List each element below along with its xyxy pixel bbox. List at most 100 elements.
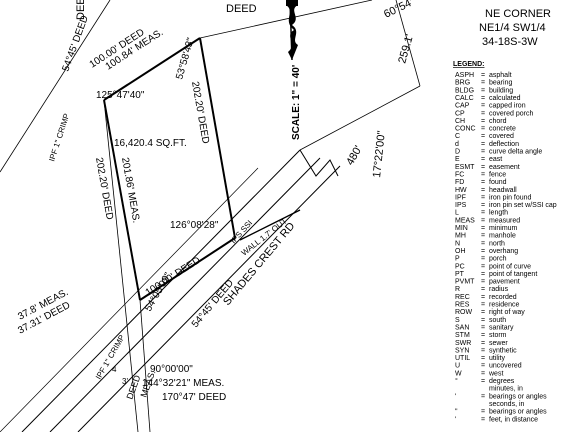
legend-abbr: ROW [455, 309, 473, 316]
legend-desc: curve delta angle [489, 149, 542, 156]
legend-row: L=length [455, 210, 508, 217]
legend-abbr: " [455, 409, 458, 416]
legend-abbr: C [455, 133, 460, 140]
legend-row: SWR=sewer [455, 340, 508, 347]
legend-equals: = [481, 72, 485, 79]
label-deed-top-right: DEED [226, 3, 257, 15]
legend-equals: = [481, 118, 485, 125]
legend-desc: bearing [489, 80, 512, 87]
legend-row: PVMT=pavement [455, 279, 520, 286]
legend-equals: = [481, 126, 485, 133]
label-deed-top: DEED [75, 0, 87, 20]
legend-abbr: STM [455, 332, 470, 339]
legend-abbr: R [455, 286, 460, 293]
legend-abbr: SAN [455, 325, 469, 332]
ipf-crimp-nw: IPF 1" CRIMP [47, 112, 71, 162]
legend-abbr: IPF [455, 194, 466, 201]
east-deed: 202.20' DEED [189, 81, 211, 145]
legend-abbr: D [455, 149, 460, 156]
lot-north-line [103, 37, 201, 101]
bottom-small-1: 4 [112, 365, 117, 374]
legend-row: MEAS=measured [455, 217, 520, 224]
legend-row: P=porch [455, 256, 507, 263]
legend-row: HW=headwall [455, 187, 517, 194]
legend-desc: manhole [489, 233, 516, 240]
legend-row: U=uncovered [455, 363, 522, 370]
north-bearing-deed: 54°45' DEED [60, 14, 90, 73]
legend-row: MIN=minimum [455, 225, 518, 232]
legend-equals: = [481, 256, 485, 263]
legend-row: BLDG=building [455, 87, 513, 94]
legend-abbr: FD [455, 179, 464, 186]
legend-equals: = [481, 325, 485, 332]
legend-abbr: SYN [455, 347, 469, 354]
line-west-ext-2 [139, 299, 151, 432]
legend-equals: = [481, 248, 485, 255]
legend-abbr: MEAS [455, 217, 475, 224]
legend-equals: = [481, 378, 485, 385]
legend-row: OH=overhang [455, 248, 518, 255]
legend-abbr: FC [455, 171, 464, 178]
legend-equals: = [481, 149, 485, 156]
corner-line-1: NE CORNER [485, 8, 551, 20]
north-arrow-head [286, 5, 298, 60]
legend-abbr: UTIL [455, 355, 470, 362]
corner-line-3: 34-18S-3W [482, 36, 538, 48]
legend-row: PT=point of tangent [455, 271, 537, 278]
break-symbol [299, 149, 339, 177]
legend-equals: = [481, 355, 485, 362]
legend-equals: = [481, 187, 485, 194]
legend-abbr: W [455, 370, 462, 377]
legend-equals: = [481, 87, 485, 94]
legend-abbr: S [455, 317, 460, 324]
legend-abbr: IPS [455, 202, 467, 209]
legend-desc: capped iron [489, 103, 526, 110]
corner-line-2: NE1/4 SW1/4 [479, 22, 546, 34]
legend-desc: porch [489, 256, 507, 263]
legend-equals: = [481, 194, 485, 201]
legend-row: minutes, in [489, 386, 523, 393]
legend-row: CONC=concrete [455, 126, 516, 133]
legend-abbr: CALC [455, 95, 474, 102]
legend-abbr: SWR [455, 340, 471, 347]
legend-row: FD=found [455, 179, 507, 186]
legend-equals: = [481, 416, 485, 423]
road-line-2 [49, 157, 321, 432]
legend-desc: storm [489, 332, 507, 339]
legend-equals: = [481, 271, 485, 278]
legend-desc: right of way [489, 309, 525, 316]
legend-desc: uncovered [489, 363, 522, 370]
legend-row: W=west [455, 370, 503, 377]
line-top-left [0, 0, 111, 173]
legend-desc: measured [489, 217, 520, 224]
ipf-crimp-sw: IPF 1" CRIMP [94, 333, 127, 381]
legend-desc: north [489, 240, 505, 247]
legend-desc: degrees [489, 378, 515, 385]
legend-row: MH=manhole [455, 233, 516, 240]
legend: LEGEND: ASPH=asphaltBRG=bearingBLDG=buil… [453, 61, 557, 423]
legend-desc: point of tangent [489, 271, 537, 278]
legend-row: °=degrees [455, 377, 515, 385]
legend-abbr: E [455, 156, 460, 163]
bottom-angle-144: 144°32'21" MEAS. [142, 378, 224, 389]
legend-row: S=south [455, 317, 506, 324]
legend-equals: = [481, 347, 485, 354]
legend-abbr: MH [455, 233, 466, 240]
wall-line [239, 209, 301, 241]
legend-desc: residence [489, 302, 519, 309]
north-bearing-meas: 53°58'43" [174, 36, 197, 81]
legend-equals: = [481, 179, 485, 186]
legend-row: STM=storm [455, 332, 507, 339]
lot-south-line [139, 237, 236, 301]
legend-desc: concrete [489, 126, 516, 133]
legend-abbr: CH [455, 118, 465, 125]
legend-desc: chord [489, 118, 507, 125]
legend-equals: = [481, 294, 485, 301]
legend-desc: covered [489, 133, 514, 140]
legend-abbr: RES [455, 302, 470, 309]
road-line-3 [77, 165, 341, 432]
legend-row: ROW=right of way [455, 309, 525, 316]
legend-abbr: BRG [455, 80, 470, 87]
area: 16,420.4 SQ.FT. [114, 138, 187, 149]
legend-equals: = [481, 317, 485, 324]
